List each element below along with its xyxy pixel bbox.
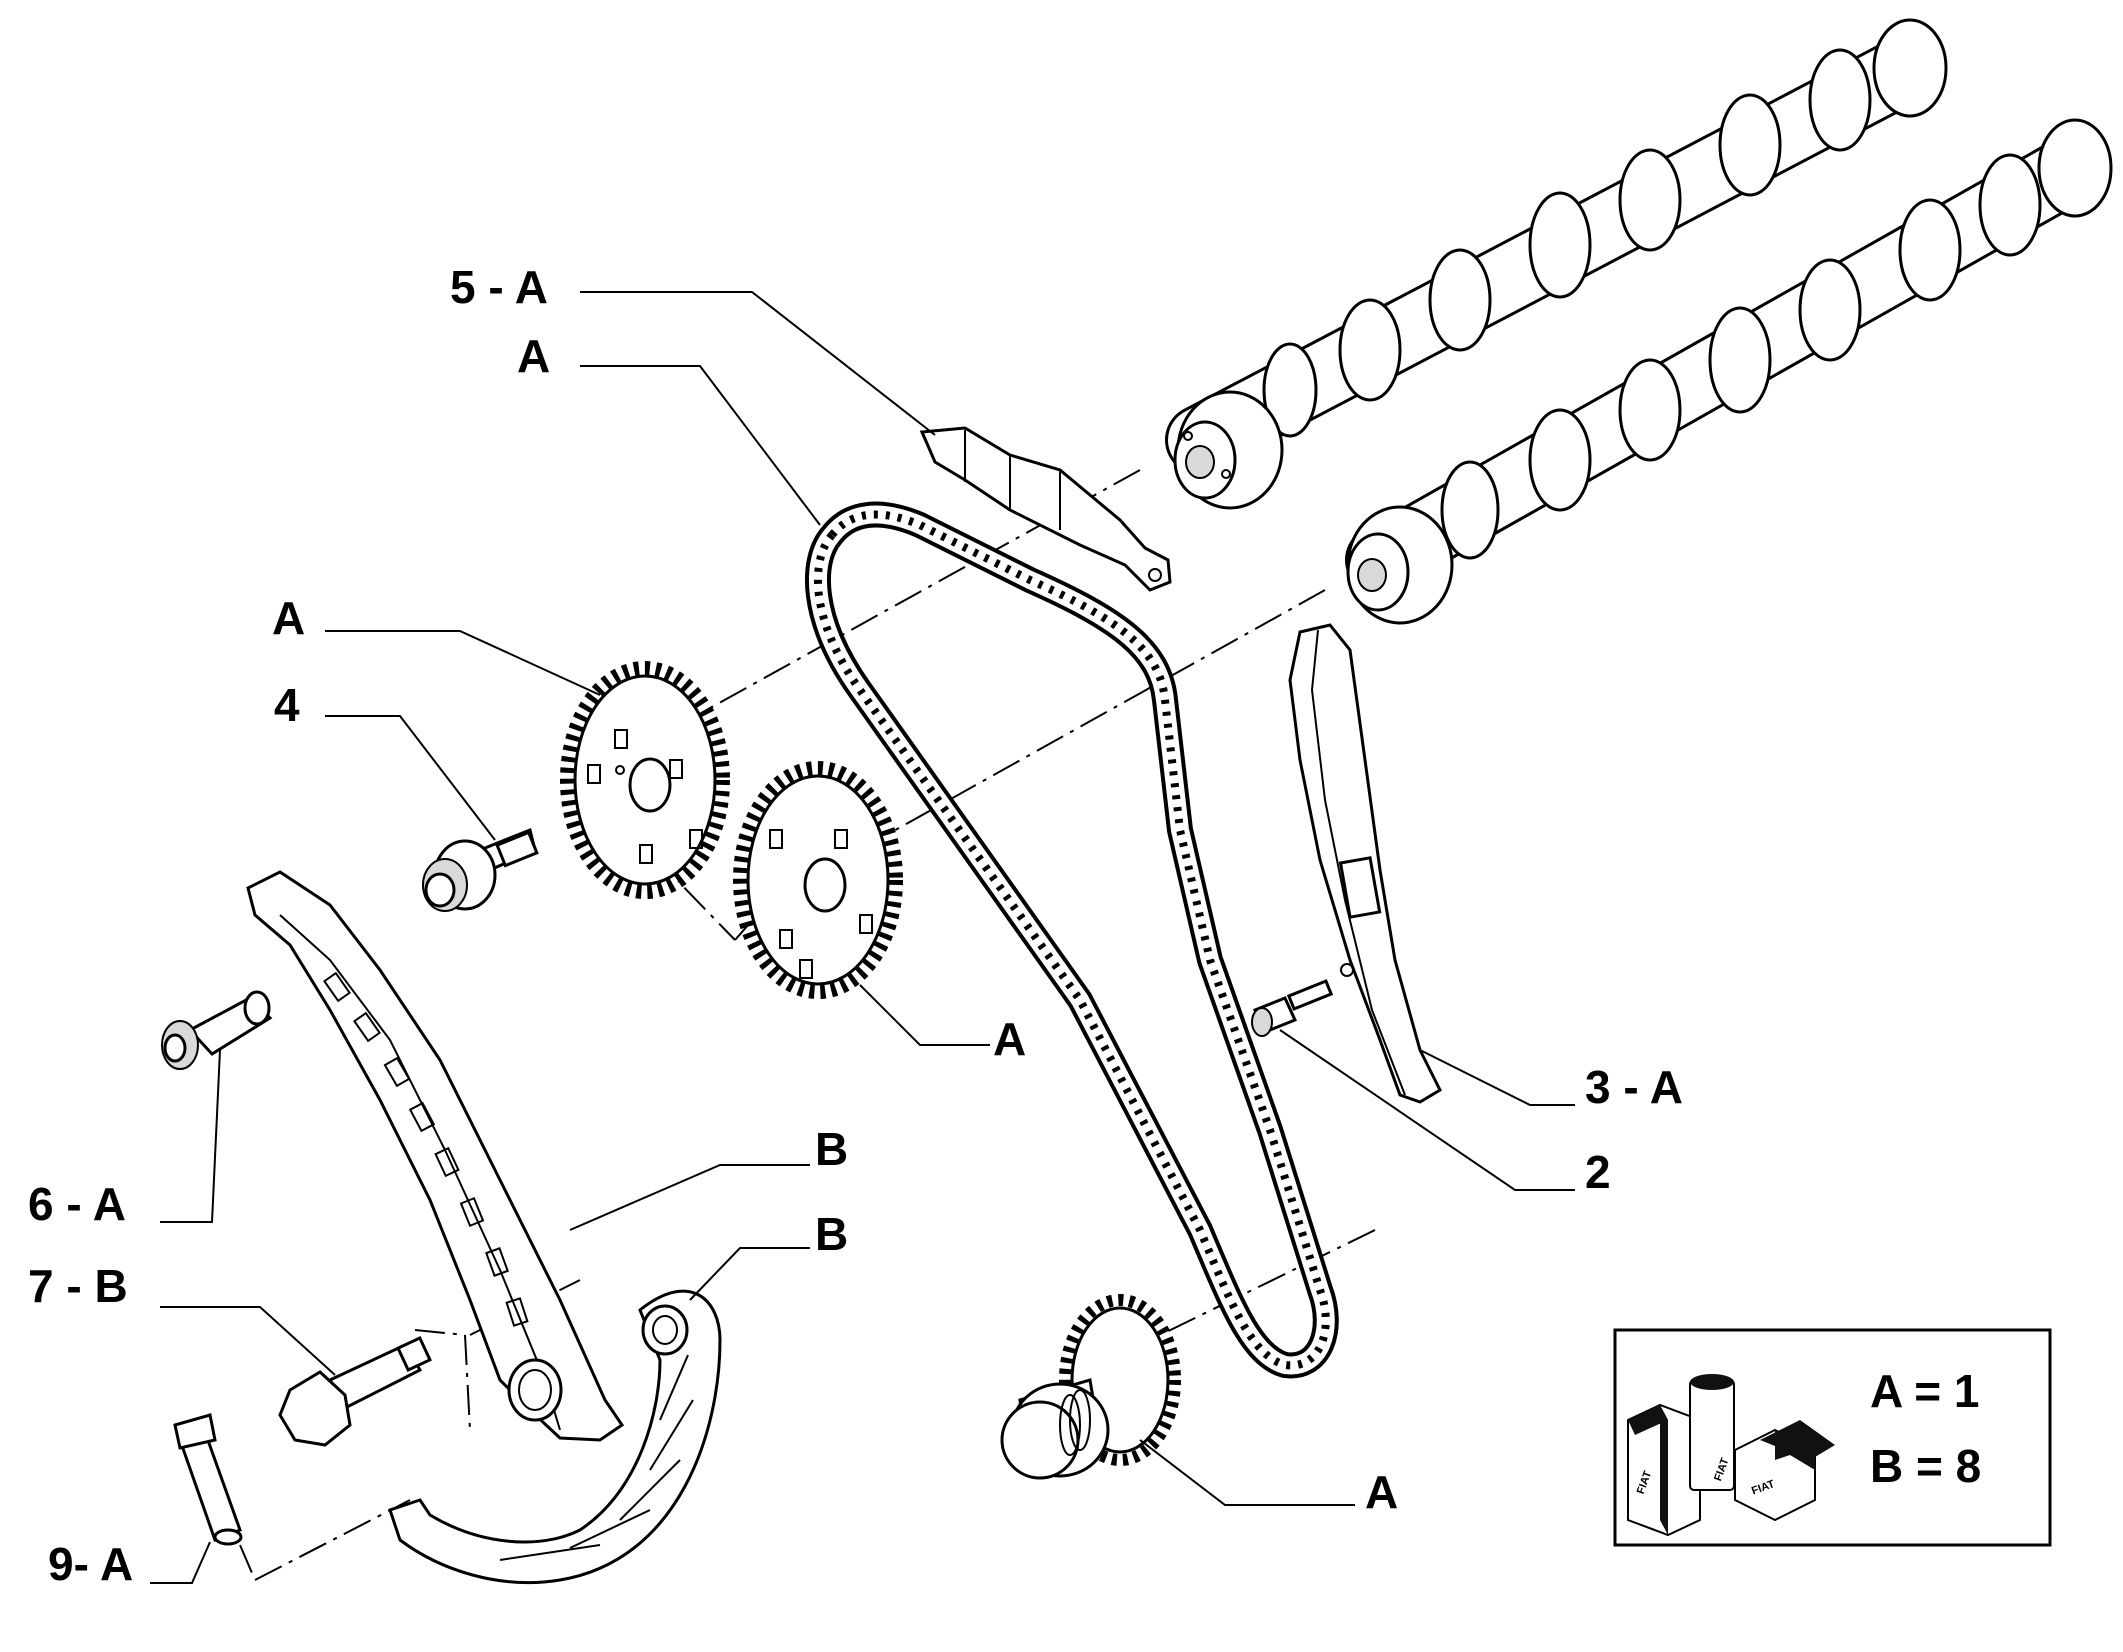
callout-a-crank-sprocket: A xyxy=(1365,1466,1398,1518)
guide-pin-lower xyxy=(173,1413,243,1546)
callout-a-chain: A xyxy=(517,330,550,382)
camshaft-lower xyxy=(1345,118,2113,625)
crankshaft-sprocket xyxy=(1000,1294,1181,1480)
callout-2: 2 xyxy=(1585,1146,1611,1198)
callout-3-a: 3 - A xyxy=(1585,1061,1683,1113)
callout-b-lower-guide: B xyxy=(815,1208,848,1260)
kit-quantity-a: A = 1 xyxy=(1870,1365,1980,1417)
right-chain-guide xyxy=(1288,623,1442,1104)
callout-a-exhaust-sprocket: A xyxy=(993,1013,1026,1065)
timing-chain xyxy=(805,501,1339,1379)
callout-labels: 5 - A A A 4 A 3 - A 2 6 - A B B 7 - B A … xyxy=(28,261,1683,1590)
exhaust-sprocket xyxy=(733,761,903,999)
kit-boxes-icon: FIAT FIAT FIAT xyxy=(1627,1374,1835,1537)
callout-5-a: 5 - A xyxy=(450,261,548,313)
callout-4: 4 xyxy=(274,679,300,731)
guide-pin-upper xyxy=(161,990,273,1070)
kit-legend: FIAT FIAT FIAT A = 1 B = 8 xyxy=(1613,1328,2052,1547)
callout-9-a: 9- A xyxy=(48,1538,133,1590)
callout-a-intake-sprocket: A xyxy=(272,592,305,644)
upper-chain-guide xyxy=(919,426,1172,592)
kit-quantity-b: B = 8 xyxy=(1870,1440,1981,1492)
lower-chain-guide xyxy=(388,1289,722,1585)
intake-sprocket xyxy=(560,661,730,899)
kit-legend-frame xyxy=(1613,1328,2052,1547)
callout-7-b: 7 - B xyxy=(28,1260,128,1312)
camshaft-upper xyxy=(1165,18,1948,510)
left-tensioner-arm xyxy=(246,870,625,1442)
leader-lines xyxy=(150,291,1575,1584)
callout-b-tensioner: B xyxy=(815,1123,848,1175)
guide-bolt xyxy=(1251,979,1334,1037)
pivot-bolt xyxy=(278,1336,432,1447)
callout-6-a: 6 - A xyxy=(28,1178,126,1230)
sprocket-bolt xyxy=(422,827,539,912)
